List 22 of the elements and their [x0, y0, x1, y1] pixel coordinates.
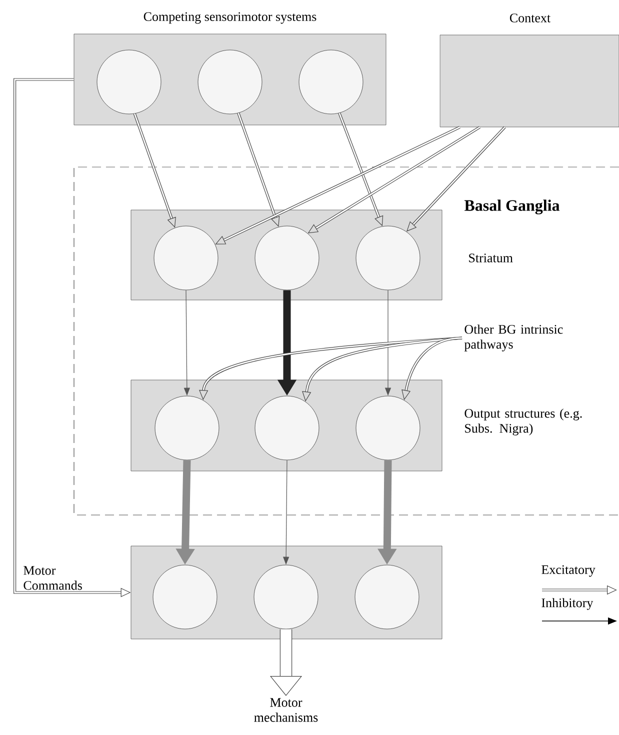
neuron-circle	[198, 50, 262, 114]
legend-label: Inhibitory	[542, 598, 594, 610]
text-label: Motor mechanisms	[254, 698, 318, 722]
heading: Context	[510, 14, 550, 22]
neuron-circle	[254, 226, 320, 290]
neuron-circle	[96, 50, 162, 114]
text-label: Other BG intrinsic pathways	[464, 324, 563, 352]
neuron-circle	[356, 226, 420, 290]
neuron-circle	[356, 396, 420, 460]
neuron-circle	[154, 396, 220, 460]
heading: Competing sensorimotor systems	[144, 12, 316, 24]
neuron-circle	[298, 50, 364, 114]
neuron-circle	[254, 564, 318, 630]
heading: Basal Ganglia	[464, 200, 560, 214]
edge-label: Motor Commands	[24, 566, 82, 590]
heading: Striatum	[469, 254, 513, 262]
legend-label: Excitatory	[542, 565, 596, 577]
heading: Output structures (e.g. Subs. Nigra)	[464, 408, 582, 436]
neuron-circle	[154, 226, 218, 290]
neuron-circle	[354, 564, 420, 630]
neuron-circle	[152, 564, 218, 630]
neuron-circle	[254, 396, 320, 460]
